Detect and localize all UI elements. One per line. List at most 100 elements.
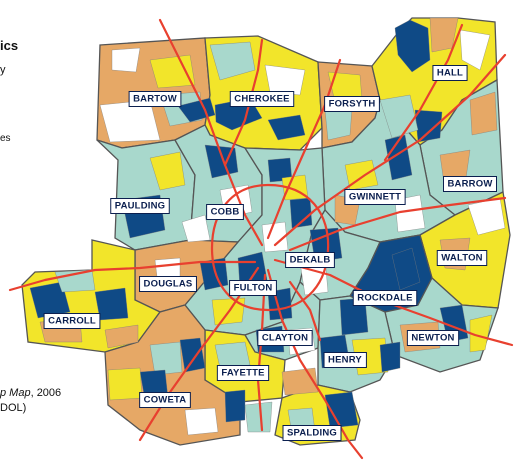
tract-patch [289, 197, 313, 229]
county-label-henry: HENRY [323, 352, 367, 368]
county-name: CLAYTON [262, 333, 308, 344]
county-label-barrow: BARROW [443, 176, 497, 192]
county-label-douglas: DOUGLAS [139, 276, 197, 292]
county-name: NEWTON [411, 333, 454, 344]
county-name: CHEROKEE [234, 94, 289, 105]
county-label-box [432, 65, 468, 81]
county-label-paulding: PAULDING [110, 198, 170, 214]
county-name: DEKALB [290, 255, 331, 266]
tract-patch [264, 64, 306, 96]
county-name: HENRY [328, 355, 362, 366]
tract-patch [224, 389, 246, 423]
highway-i675 [288, 280, 322, 342]
legend-title-fragment: ics [0, 38, 19, 53]
tract-patch [29, 281, 71, 319]
tract-patch [184, 407, 219, 436]
tract-patch [244, 401, 273, 433]
county-label-box [128, 91, 182, 107]
county-label-clayton: CLAYTON [257, 330, 313, 346]
highway-us19-south [256, 273, 267, 432]
highway-i75-north [158, 18, 264, 247]
county-label-box [43, 313, 101, 329]
legend-line-fragment: es [0, 133, 11, 144]
county-label-gwinnett: GWINNETT [344, 189, 406, 205]
tract-patch [107, 367, 143, 401]
highway-us78 [288, 196, 507, 252]
source-map-name: p Map [0, 387, 31, 399]
county-label-box [257, 330, 313, 346]
county-name: BARROW [448, 179, 493, 190]
tract-patch [469, 314, 493, 353]
county-label-box [139, 276, 197, 292]
county-label-box [344, 189, 406, 205]
county-label-box [406, 330, 460, 346]
tract-patch [324, 391, 359, 429]
county-name: PAULDING [115, 201, 166, 212]
county-name: WALTON [441, 253, 482, 264]
tract-patch [149, 341, 183, 376]
highway-i985 [383, 23, 464, 162]
county-name: FORSYTH [329, 99, 376, 110]
tract-patch [199, 257, 229, 291]
highway-i85-north [273, 53, 507, 247]
tract-patch [261, 221, 289, 253]
county-label-box [110, 198, 170, 214]
county-label-box [323, 352, 367, 368]
county-label-box [206, 204, 244, 220]
tract-patch [267, 114, 306, 141]
county-label-spalding: SPALDING [282, 425, 342, 441]
county-name: ROCKDALE [357, 293, 412, 304]
county-name: CARROLL [48, 316, 96, 327]
tract-patch [384, 134, 413, 181]
highway-i20-east [273, 258, 514, 347]
county-label-box [436, 250, 488, 266]
county-label-cherokee: CHEROKEE [229, 91, 295, 107]
tract-patch [391, 247, 421, 291]
county-label-box [282, 425, 342, 441]
county-label-dekalb: DEKALB [285, 252, 335, 268]
highway-i20-west [8, 260, 257, 292]
highway-i75-south [266, 268, 364, 460]
county-label-hall: HALL [432, 65, 468, 81]
county-labels: BARTOW CHEROKEE FORSYTH HALL BARROW GWINNETT W… [43, 65, 497, 441]
highway-ga400 [266, 58, 342, 240]
source-year: , 2006 [30, 387, 62, 399]
county-label-box [229, 91, 295, 107]
county-label-box [352, 290, 418, 306]
tract-patch [181, 214, 211, 243]
county-name: DOUGLAS [144, 279, 193, 290]
county-label-box [443, 176, 497, 192]
tract-patch [394, 19, 431, 73]
tract-patch [459, 29, 491, 71]
county-label-box [285, 252, 335, 268]
county-label-walton: WALTON [436, 250, 488, 266]
county-label-cobb: COBB [206, 204, 244, 220]
county-label-fulton: FULTON [229, 280, 277, 296]
county-name: FAYETTE [221, 368, 264, 379]
county-label-coweta: COWETA [139, 392, 191, 408]
tract-patch [149, 151, 186, 191]
county-label-carroll: CARROLL [43, 313, 101, 329]
county-label-bartow: BARTOW [128, 91, 182, 107]
tract-patch [104, 324, 139, 349]
county-name: GWINNETT [349, 192, 401, 203]
tract-patch [94, 287, 129, 321]
legend-line-fragment: y [0, 64, 6, 76]
tract-patch [209, 41, 256, 81]
tract-patch [214, 341, 251, 369]
tract-patch [179, 337, 206, 373]
source-line-2: DOL) [0, 402, 27, 414]
county-name: HALL [437, 68, 463, 79]
county-label-newton: NEWTON [406, 330, 460, 346]
tract-patch [469, 91, 498, 136]
source-line-1: p Map, 2006 [0, 387, 61, 399]
county-name: COWETA [144, 395, 187, 406]
county-label-box [139, 392, 191, 408]
county-label-rockdale: ROCKDALE [352, 290, 418, 306]
county-name: SPALDING [287, 428, 337, 439]
tract-patch [379, 341, 401, 373]
county-label-box [216, 365, 270, 381]
tract-patch [149, 54, 196, 89]
tract-patch [414, 109, 443, 143]
